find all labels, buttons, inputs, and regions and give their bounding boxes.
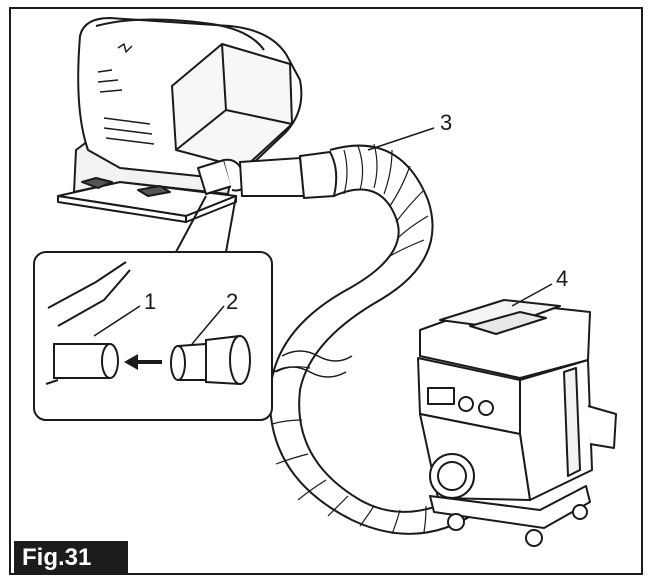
leader-line-1 [93,305,141,337]
figure-border [9,7,643,575]
hose-cuff-icon [170,334,251,386]
sander-icon [57,17,303,223]
callout-2: 2 [226,289,239,314]
leader-line-3 [367,127,435,151]
dust-nozzle-icon [45,261,131,385]
vacuum-cleaner-icon [417,299,617,547]
hose-icon [238,143,481,535]
figure-label: Fig.31 [14,541,128,575]
leader-line-2 [191,305,225,345]
insert-arrow-head [124,354,138,370]
leader-line-4 [511,283,553,307]
callout-3: 3 [440,110,453,135]
callout-4: 4 [556,266,569,291]
callout-1: 1 [144,289,157,314]
